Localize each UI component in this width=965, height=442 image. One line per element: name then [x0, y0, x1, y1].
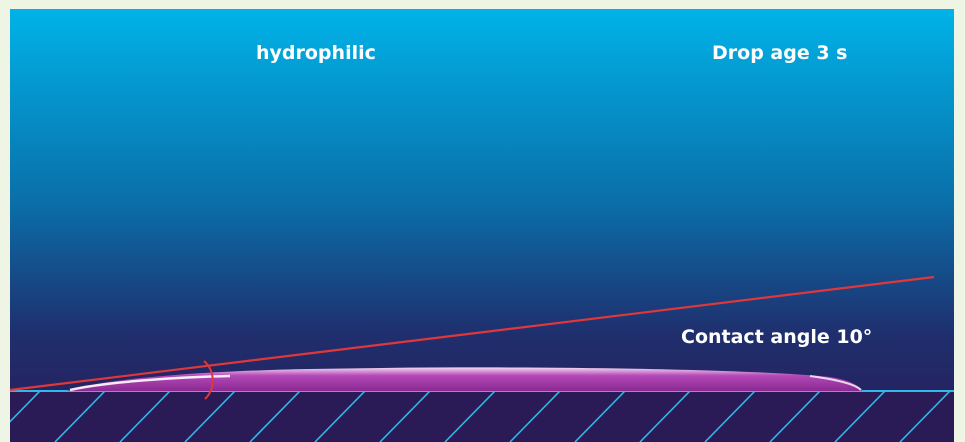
hatch-line — [899, 391, 951, 442]
hatch-line — [119, 391, 171, 442]
surface-type-label: hydrophilic — [256, 42, 376, 64]
drop-age-label: Drop age 3 s — [712, 42, 847, 64]
water-droplet — [67, 367, 862, 392]
substrate — [10, 390, 954, 442]
hatch-line — [704, 391, 756, 442]
contact-angle-label: Contact angle 10° — [681, 326, 872, 348]
hatch-line — [574, 391, 626, 442]
hatch-line — [444, 391, 496, 442]
hatch-line — [834, 391, 886, 442]
hatch-line — [509, 391, 561, 442]
hatch-line — [639, 391, 691, 442]
hatch-line — [379, 391, 431, 442]
hatch-line — [54, 391, 106, 442]
contact-angle-diagram: hydrophilic Drop age 3 s Contact angle 1… — [10, 9, 954, 442]
substrate-hatching — [10, 391, 951, 442]
hatch-line — [249, 391, 301, 442]
angle-arc — [203, 360, 214, 400]
hatch-line — [10, 391, 41, 423]
measurement-panel: hydrophilic Drop age 3 s Contact angle 1… — [10, 9, 954, 442]
hatch-line — [769, 391, 821, 442]
hatch-line — [184, 391, 236, 442]
tangent-line — [10, 275, 935, 392]
hatch-line — [314, 391, 366, 442]
